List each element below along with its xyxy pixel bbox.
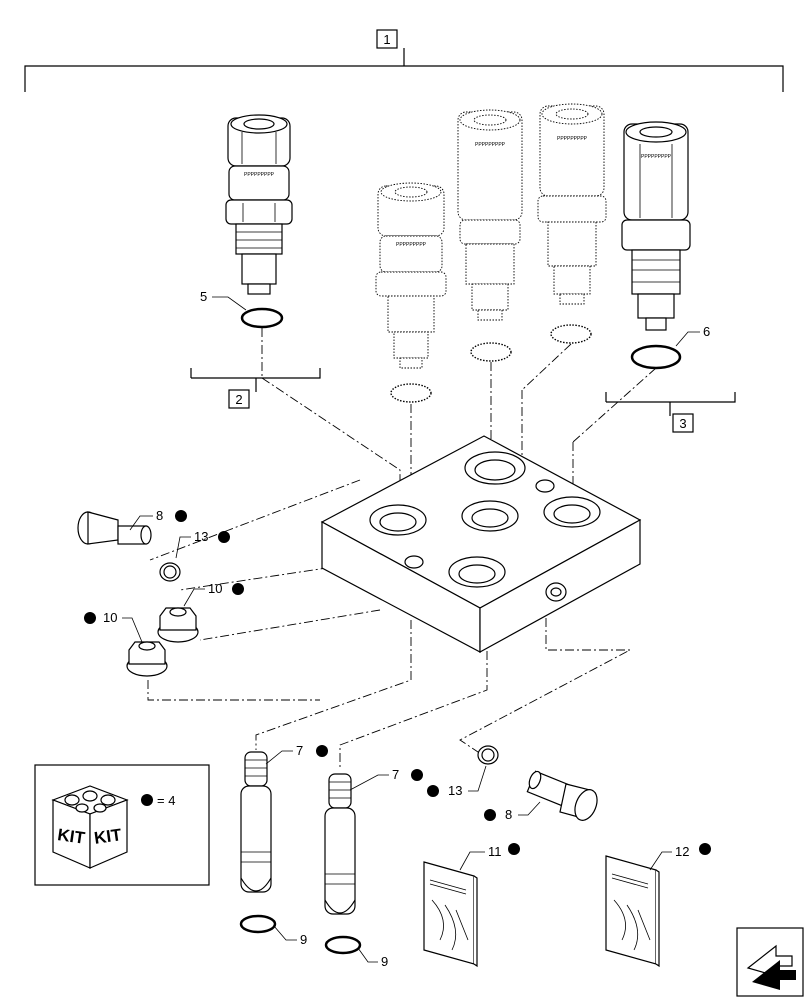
oring-ghost-3[interactable] xyxy=(550,324,592,344)
ring-13-left[interactable] xyxy=(159,562,181,582)
callout-3[interactable]: 3 xyxy=(679,416,686,431)
callout-13-left-group: 13 xyxy=(175,529,230,559)
callout-2[interactable]: 2 xyxy=(235,392,242,407)
stud-7-b[interactable] xyxy=(324,773,356,915)
oring-9-a[interactable] xyxy=(239,914,277,934)
coupler-ghost-3[interactable]: PPPPPPPPP xyxy=(537,103,607,305)
svg-text:PPPPPPPPP: PPPPPPPPP xyxy=(396,242,427,248)
manual-11[interactable] xyxy=(423,861,478,968)
callout-6-group: 6 xyxy=(675,324,710,347)
kit-legend: KIT KIT = 4 xyxy=(34,764,210,886)
callout-1[interactable]: 1 xyxy=(383,32,390,47)
assembly-bracket: 1 xyxy=(24,29,784,92)
callout-6[interactable]: 6 xyxy=(703,324,710,339)
coupler-ghost-2[interactable]: PPPPPPPPP xyxy=(457,109,523,321)
callout-12-group: 12 xyxy=(649,843,711,871)
kit-dot xyxy=(84,612,96,624)
callout-8-right-group: 8 xyxy=(484,801,541,822)
callout-10-a-group: 10 xyxy=(183,581,244,607)
kit-dot xyxy=(218,531,230,543)
callout-9-a-group: 9 xyxy=(273,925,307,947)
kit-dot xyxy=(508,843,520,855)
ring-13-right[interactable] xyxy=(477,745,499,765)
coupler-ghost-1[interactable]: PPPPPPPPP xyxy=(375,182,447,369)
assembly-centerlines xyxy=(147,328,657,770)
callout-10-a[interactable]: 10 xyxy=(208,581,222,596)
callout-9-b[interactable]: 9 xyxy=(381,954,388,969)
kit-dot xyxy=(484,809,496,821)
kit-dot xyxy=(411,769,423,781)
callout-8-left-group: 8 xyxy=(129,508,187,531)
callout-13-right-group: 13 xyxy=(427,765,487,798)
plug-8-left[interactable] xyxy=(77,511,152,545)
callout-7-a[interactable]: 7 xyxy=(296,743,303,758)
kit-dot xyxy=(316,745,328,757)
callout-10-b[interactable]: 10 xyxy=(103,610,117,625)
svg-text:PPPPPPPPP: PPPPPPPPP xyxy=(475,142,506,148)
manifold-block[interactable] xyxy=(320,435,642,654)
callout-7-a-group: 7 xyxy=(265,743,328,765)
nut-10-b[interactable] xyxy=(126,641,168,677)
kit-dot xyxy=(232,583,244,595)
oring-6[interactable] xyxy=(630,344,682,370)
callout-8-right[interactable]: 8 xyxy=(505,807,512,822)
kit-legend-equals: = 4 xyxy=(157,793,175,808)
callout-13-left[interactable]: 13 xyxy=(194,529,208,544)
kit-dot xyxy=(175,510,187,522)
group-bracket-2: 2 xyxy=(190,368,321,409)
callout-9-b-group: 9 xyxy=(357,947,388,969)
nut-10-a[interactable] xyxy=(157,607,199,643)
kit-dot xyxy=(141,794,153,806)
callout-13-right[interactable]: 13 xyxy=(448,783,462,798)
kit-box-text-left: KIT xyxy=(56,825,86,848)
callout-11[interactable]: 11 xyxy=(488,844,502,859)
callout-5[interactable]: 5 xyxy=(200,289,207,304)
next-page-arrow-icon[interactable] xyxy=(736,927,804,997)
callout-7-b-group: 7 xyxy=(349,767,423,791)
kit-dot xyxy=(699,843,711,855)
svg-text:PPPPPPPPP: PPPPPPPPP xyxy=(244,172,275,178)
callout-7-b[interactable]: 7 xyxy=(392,767,399,782)
kit-box-text-right: KIT xyxy=(93,825,123,848)
callout-8-left[interactable]: 8 xyxy=(156,508,163,523)
callout-11-group: 11 xyxy=(459,843,520,871)
coupler-orings xyxy=(240,307,682,403)
group-bracket-3: 3 xyxy=(605,392,736,433)
kit-dot xyxy=(427,785,439,797)
stud-7-a[interactable] xyxy=(240,751,272,893)
coupler-right[interactable]: PPPPPPPPP xyxy=(621,121,691,331)
oring-ghost-1[interactable] xyxy=(390,383,432,403)
coupler-left[interactable]: PPPPPPPPP xyxy=(225,114,293,295)
callout-5-group: 5 xyxy=(200,289,247,311)
oring-9-b[interactable] xyxy=(324,935,362,955)
manual-12[interactable] xyxy=(605,855,660,968)
callout-10-b-group: 10 xyxy=(84,610,143,643)
oring-ghost-2[interactable] xyxy=(470,342,512,362)
callout-9-a[interactable]: 9 xyxy=(300,932,307,947)
svg-text:PPPPPPPPP: PPPPPPPPP xyxy=(641,154,672,160)
svg-text:PPPPPPPPP: PPPPPPPPP xyxy=(557,136,588,142)
plug-8-right[interactable] xyxy=(526,770,601,824)
callout-12[interactable]: 12 xyxy=(675,844,689,859)
oring-5[interactable] xyxy=(240,307,284,329)
